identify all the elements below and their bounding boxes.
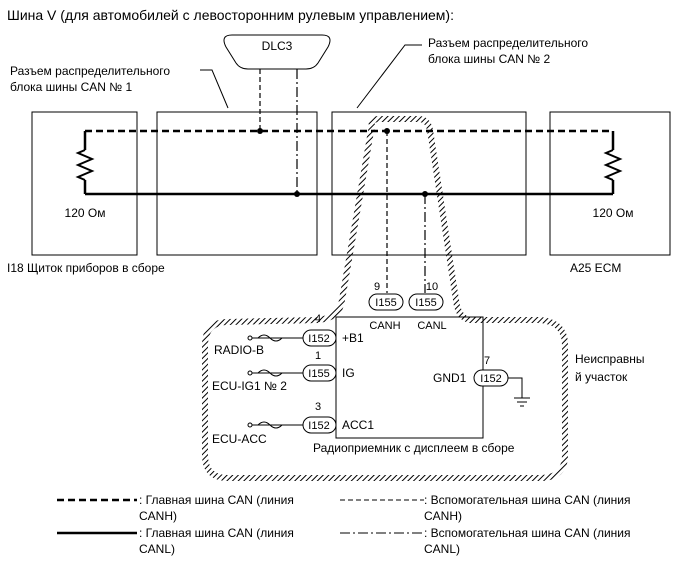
radio-canh-pin: 9 I155 CANH: [368, 281, 404, 332]
legend-item-main-canl: : Главная шина CAN (линия CANL): [57, 526, 294, 556]
pin-number: 1: [315, 350, 321, 362]
junction-1-label-line2: блока шины CAN № 1: [10, 80, 132, 94]
connector-code: I155: [415, 297, 436, 309]
right-terminating-resistor: [603, 131, 623, 194]
junction-connector-2-box: [331, 111, 527, 256]
instrument-cluster-name: I18 Щиток приборов в сборе: [7, 261, 165, 275]
junction-2-leader: [356, 44, 422, 109]
pin-number: 10: [426, 281, 438, 293]
radio-ground-pin: 7 GND1 I152: [433, 355, 530, 407]
ecm-name: A25 ECM: [570, 261, 621, 275]
radio-unit-name: Радиоприемник с дисплеем в сборе: [313, 441, 515, 455]
connector-code: I155: [375, 297, 396, 309]
junction-dot: [257, 128, 263, 134]
signal-name: CANL: [417, 320, 446, 332]
connector-code: I152: [480, 373, 501, 385]
pin-number: 7: [484, 355, 490, 367]
pin-number: 9: [374, 281, 380, 293]
svg-text:CANL): CANL): [424, 542, 460, 556]
pin-number: 4: [315, 313, 321, 325]
legend-item-sub-canh: : Вспомогательная шина CAN (линия CANH): [340, 493, 630, 523]
junction-1-label-line1: Разъем распределительного: [10, 64, 170, 78]
connector-code: I155: [308, 368, 329, 380]
signal-name: +B1: [342, 331, 364, 345]
dlc3-label: DLC3: [262, 39, 293, 53]
fuse-name: ECU-ACC: [212, 432, 267, 446]
diagram-title: Шина V (для автомобилей с левосторонним …: [7, 7, 454, 23]
signal-name: GND1: [433, 371, 467, 385]
legend: : Главная шина CAN (линия CANH) : Главна…: [57, 493, 630, 556]
junction-2-label-line2: блока шины CAN № 2: [428, 52, 550, 66]
svg-text:: Вспомогательная шина CAN (ли: : Вспомогательная шина CAN (линия: [424, 526, 630, 540]
pin-number: 3: [315, 401, 321, 413]
junction-2-label-line1: Разъем распределительного: [428, 36, 588, 50]
junction-dot: [294, 191, 300, 197]
instrument-cluster-box: [31, 111, 138, 256]
connector-code: I152: [308, 333, 329, 345]
fuse-name: ECU-IG1 № 2: [212, 379, 287, 393]
left-terminating-resistor: [75, 131, 95, 194]
fault-area-label-line2: й участок: [575, 370, 628, 384]
fault-area-outline: [202, 116, 568, 481]
legend-item-main-canh: : Главная шина CAN (линия CANH): [57, 493, 294, 523]
fuse-icon: [257, 334, 283, 342]
connector-code: I152: [308, 420, 329, 432]
right-resistor-value: 120 Ом: [593, 206, 634, 220]
svg-text:: Вспомогательная шина CAN (ли: : Вспомогательная шина CAN (линия: [424, 493, 630, 507]
left-resistor-value: 120 Ом: [65, 206, 106, 220]
dlc3-connector-shape: [223, 34, 331, 70]
svg-text:: Главная шина CAN (линия: : Главная шина CAN (линия: [139, 526, 294, 540]
signal-name: ACC1: [342, 418, 374, 432]
ecm-box: [549, 111, 671, 256]
fuse-icon: [257, 369, 283, 377]
junction-connector-1-box: [156, 111, 318, 256]
radio-ig-pin: 1 ECU-IG1 № 2 I155 IG: [212, 350, 355, 393]
radio-canl-pin: 10 I155 CANL: [408, 281, 447, 332]
signal-name: IG: [342, 366, 355, 380]
fuse-name: RADIO-B: [214, 343, 264, 357]
junction-1-leader: [200, 69, 229, 109]
radio-b1-pin: 4 RADIO-B I152 +B1: [214, 313, 364, 357]
svg-text:CANL): CANL): [139, 542, 175, 556]
svg-text:CANH): CANH): [424, 509, 462, 523]
legend-item-sub-canl: : Вспомогательная шина CAN (линия CANL): [340, 526, 630, 556]
fault-area-label-line1: Неисправны: [575, 352, 645, 366]
svg-text:: Главная шина CAN (линия: : Главная шина CAN (линия: [139, 493, 294, 507]
svg-text:CANH): CANH): [139, 509, 177, 523]
signal-name: CANH: [369, 320, 400, 332]
radio-acc1-pin: 3 ECU-ACC I152 ACC1: [212, 401, 374, 446]
fuse-icon: [257, 421, 283, 429]
ground-icon: [514, 397, 530, 407]
